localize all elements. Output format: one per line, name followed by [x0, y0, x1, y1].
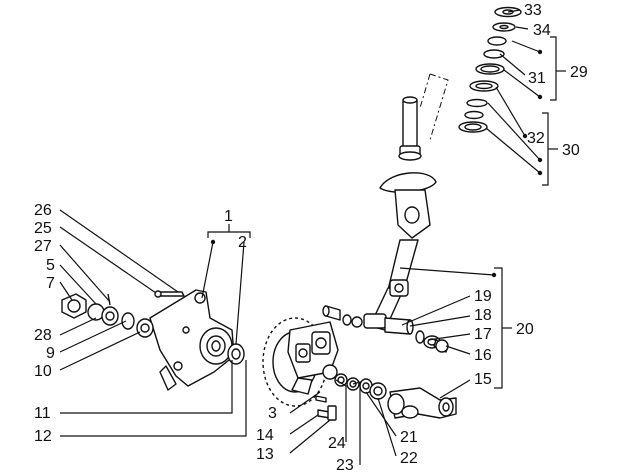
callout-14: 14	[256, 427, 274, 444]
callout-30: 30	[562, 142, 580, 159]
callout-10: 10	[34, 363, 52, 380]
callout-2: 2	[238, 234, 247, 251]
callout-17: 17	[474, 326, 492, 343]
callout-12: 12	[34, 428, 52, 445]
left-side-fittings	[61, 290, 185, 338]
wheel-hub-bracket	[149, 289, 235, 391]
axle-fittings	[384, 317, 449, 353]
callout-29: 29	[570, 64, 588, 81]
callout-26: 26	[34, 202, 52, 219]
callout-18: 18	[474, 307, 492, 324]
callout-21: 21	[400, 429, 418, 446]
callout-13: 13	[256, 446, 274, 463]
callout-15: 15	[474, 371, 492, 388]
callout-23: 23	[336, 457, 354, 473]
swing-arm-link	[387, 387, 457, 419]
callout-9: 9	[46, 345, 55, 362]
callout-3: 3	[268, 405, 277, 422]
brake-caliper	[287, 321, 339, 395]
callout-16: 16	[474, 347, 492, 364]
callout-22: 22	[400, 450, 418, 467]
callout-20: 20	[516, 321, 534, 338]
callout-27: 27	[34, 238, 52, 255]
hub-seals	[322, 364, 387, 400]
callout-19: 19	[474, 288, 492, 305]
steering-axis-guide	[419, 73, 449, 141]
parts-drawing	[61, 6, 522, 421]
bracket-dots	[210, 49, 543, 278]
callout-32: 32	[527, 130, 545, 147]
hub-bearing	[227, 343, 245, 365]
callout-33: 33	[524, 2, 542, 19]
leader-lines	[59, 9, 566, 465]
callout-7: 7	[46, 275, 55, 292]
steering-tube-fork	[363, 96, 437, 331]
callout-1: 1	[224, 208, 233, 225]
steering-head-stack	[458, 6, 522, 133]
callout-25: 25	[34, 220, 52, 237]
callout-28: 28	[34, 327, 52, 344]
wheel-side-washers	[322, 305, 363, 328]
callout-11: 11	[34, 405, 51, 422]
callout-5: 5	[46, 257, 55, 274]
callout-34: 34	[533, 22, 551, 39]
callout-31: 31	[528, 70, 546, 87]
caliper-bolts	[315, 395, 337, 421]
callout-24: 24	[328, 435, 346, 452]
callout-labels: 33 34 29 31 32 30 1 2 26 25 27 5 7 28 9 …	[34, 2, 588, 473]
